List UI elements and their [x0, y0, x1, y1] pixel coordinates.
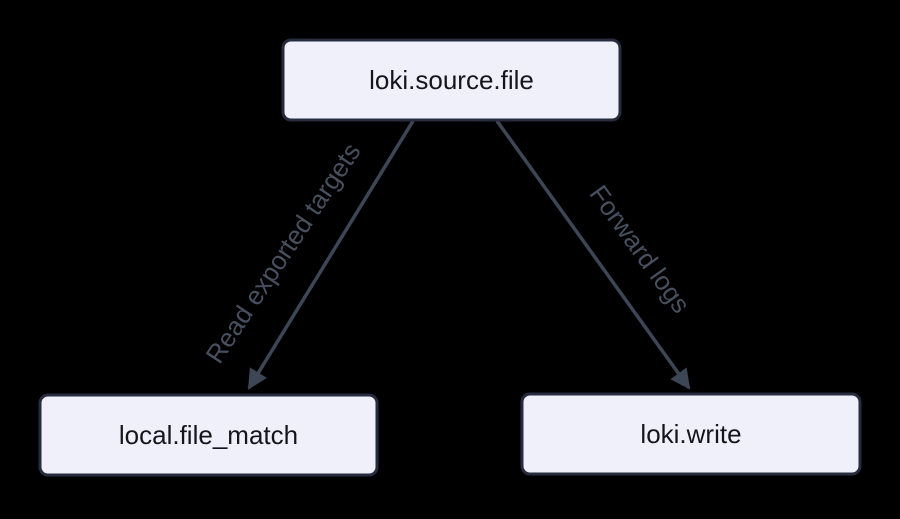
- node-loki-source-file-box: [281, 38, 622, 122]
- edge-forward-logs: [495, 119, 691, 390]
- node-local-file-match-label: local.file_match: [119, 420, 298, 450]
- node-local-file-match-box: [38, 393, 379, 477]
- edge-read-exported-targets: [247, 120, 415, 390]
- node-loki-write-label: loki.write: [640, 419, 741, 449]
- node-loki-source-file-label: loki.source.file: [369, 65, 534, 95]
- edge-label-forward-logs: Forward logs: [584, 179, 697, 318]
- node-loki-source-file: loki.source.file: [281, 38, 622, 122]
- node-loki-write-box: [520, 392, 862, 476]
- node-local-file-match: local.file_match: [38, 393, 379, 477]
- node-loki-write: loki.write: [520, 392, 862, 476]
